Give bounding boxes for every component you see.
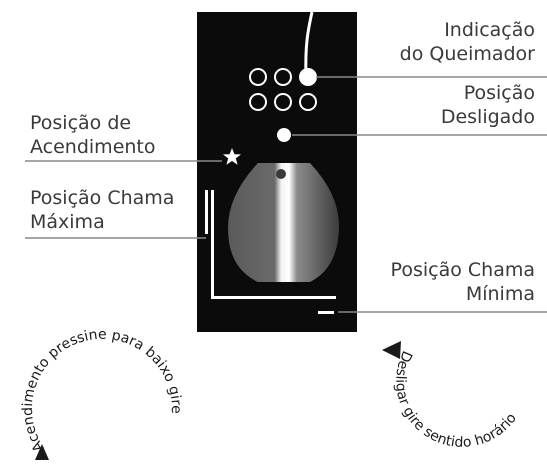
off-instruction: Desligar gire sentido horário	[392, 348, 520, 451]
burner-indicator-label: Indicação do Queimador	[399, 19, 535, 65]
max-flame-bars	[205, 190, 214, 298]
ignition-star-icon	[223, 148, 241, 165]
off-position-label: Posição Desligado	[440, 82, 535, 128]
ignition-rotation-arrow-icon	[35, 444, 49, 460]
min-flame-label: Posição Chama Mínima	[390, 259, 535, 305]
max-flame-label: Posição Chama Máxima	[30, 187, 175, 233]
leader-lines	[25, 76, 547, 313]
off-position-dot	[277, 128, 291, 142]
burner-dots	[249, 68, 317, 111]
min-flame-mark	[318, 311, 334, 314]
knob-marker-dot	[276, 169, 286, 179]
active-burner-dot	[299, 68, 317, 86]
off-rotation-arrow-icon	[382, 341, 401, 359]
indicator-curve	[304, 11, 314, 77]
knob	[228, 163, 340, 282]
scale-bottom-bar	[211, 296, 336, 299]
ignition-position-label: Posição de Acendimento	[30, 112, 156, 158]
